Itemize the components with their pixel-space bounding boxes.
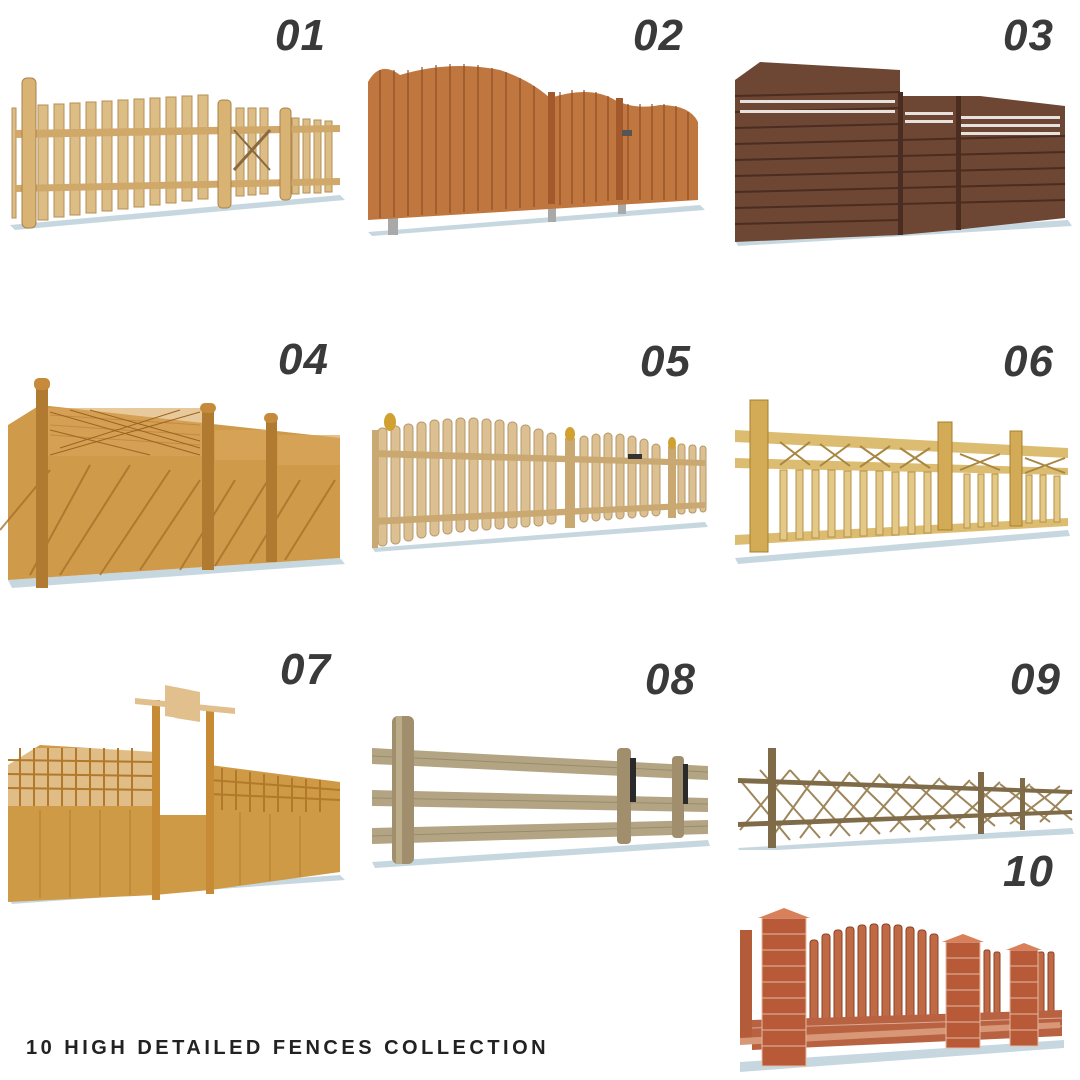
fence-item-04[interactable]: 04 xyxy=(0,330,360,600)
fence-number-03: 03 xyxy=(1003,11,1054,60)
fence-image-10 xyxy=(740,908,1064,1072)
fence-item-05[interactable]: 05 xyxy=(360,330,720,600)
fence-image-02 xyxy=(368,64,705,236)
fence-image-03 xyxy=(734,62,1072,246)
fence-image-04 xyxy=(0,378,345,588)
fence-item-06[interactable]: 06 xyxy=(720,330,1080,600)
collection-caption: 10 HIGH DETAILED FENCES COLLECTION xyxy=(26,1037,550,1059)
fence-number-06: 06 xyxy=(1003,337,1054,386)
fence-image-06 xyxy=(735,399,1070,564)
fence-item-10[interactable]: 10 xyxy=(720,850,1080,1080)
fence-item-02[interactable]: 02 xyxy=(360,0,720,260)
fence-number-09: 09 xyxy=(1010,655,1061,704)
fence-image-05 xyxy=(372,413,708,552)
fence-image-08 xyxy=(371,716,710,868)
fence-number-05: 05 xyxy=(640,337,691,386)
fence-item-07[interactable]: 07 xyxy=(0,640,360,930)
fence-item-08[interactable]: 08 xyxy=(360,640,720,930)
fence-item-03[interactable]: 03 xyxy=(720,0,1080,260)
fence-image-07 xyxy=(7,685,345,904)
fence-number-07: 07 xyxy=(280,645,331,694)
fence-number-04: 04 xyxy=(278,335,329,384)
fence-image-01 xyxy=(10,77,345,230)
fence-number-02: 02 xyxy=(633,11,684,60)
fence-item-09[interactable]: 09 xyxy=(720,640,1080,850)
fence-image-09 xyxy=(738,748,1074,850)
fence-number-08: 08 xyxy=(645,655,696,704)
fence-item-01[interactable]: 01 xyxy=(0,0,360,260)
fence-number-01: 01 xyxy=(275,11,326,60)
fence-number-10: 10 xyxy=(1003,847,1054,896)
